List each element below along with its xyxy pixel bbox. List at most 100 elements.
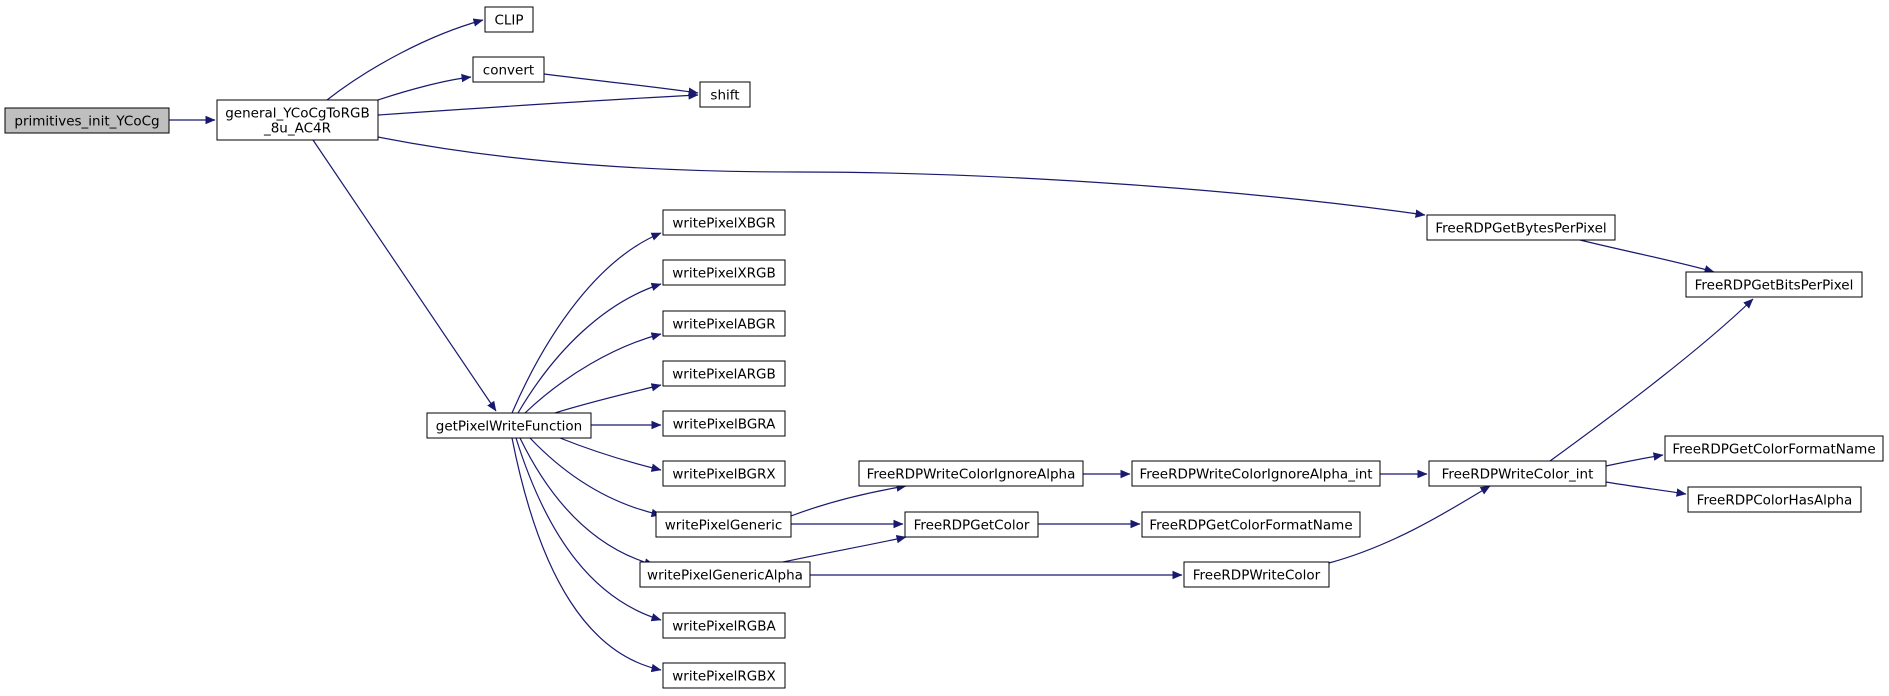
node-box	[858, 460, 1084, 487]
node-writePixelGeneric[interactable]: writePixelGeneric	[655, 511, 792, 538]
node-writePixelRGBX[interactable]: writePixelRGBX	[662, 662, 786, 689]
edge-general_YCoCgToRGB_8u_AC4R-to-shift	[377, 91, 699, 116]
node-writePixelGenericAlpha[interactable]: writePixelGenericAlpha	[639, 561, 811, 588]
node-label: writePixelGeneric	[665, 518, 783, 534]
node-box	[662, 259, 786, 286]
node-label: FreeRDPWriteColorIgnoreAlpha	[867, 467, 1076, 483]
edge-FreeRDPGetBytesPerPixel-to-FreeRDPGetBitsPerPixel	[1579, 239, 1715, 274]
edge-general_YCoCgToRGB_8u_AC4R-to-FreeRDPGetBytesPerPixel	[377, 136, 1426, 218]
node-box	[1428, 460, 1607, 487]
edge-writePixelGenericAlpha-to-FreeRDPGetColor	[782, 534, 907, 563]
node-label: writePixelBGRX	[672, 467, 775, 483]
node-box	[1141, 511, 1361, 538]
node-FreeRDPGetColorFormatName_1[interactable]: FreeRDPGetColorFormatName	[1664, 435, 1884, 462]
node-FreeRDPWriteColorIgnoreAlpha[interactable]: FreeRDPWriteColorIgnoreAlpha	[858, 460, 1084, 487]
node-box	[1183, 561, 1330, 588]
edge-FreeRDPWriteColor_int-to-FreeRDPGetBitsPerPixel	[1549, 298, 1754, 462]
node-label: writePixelXRGB	[672, 266, 776, 282]
node-box	[1687, 486, 1862, 513]
edge-general_YCoCgToRGB_8u_AC4R-to-convert	[377, 73, 472, 101]
node-label: FreeRDPWriteColor_int	[1442, 467, 1594, 483]
node-box	[1685, 271, 1863, 298]
node-box	[662, 209, 786, 236]
node-box	[662, 460, 786, 487]
node-label: general_YCoCgToRGB	[225, 106, 370, 122]
node-FreeRDPGetColor[interactable]: FreeRDPGetColor	[904, 511, 1039, 538]
node-box	[904, 511, 1039, 538]
edges-layer	[169, 18, 1754, 673]
edge-getPixelWriteFunction-to-writePixelBGRX	[559, 437, 662, 472]
nodes-layer: primitives_init_YCoCg general_YCoCgToRGB_…	[4, 6, 1884, 689]
node-shift[interactable]: shift	[699, 81, 751, 108]
node-label: FreeRDPWriteColorIgnoreAlpha_int	[1139, 467, 1372, 483]
node-label: writePixelABGR	[672, 317, 775, 333]
node-box	[472, 56, 545, 83]
edge-convert-to-shift	[543, 73, 699, 96]
edge-getPixelWriteFunction-to-writePixelABGR	[524, 332, 662, 414]
node-writePixelABGR[interactable]: writePixelABGR	[662, 310, 786, 337]
node-label: convert	[483, 63, 534, 79]
node-label: FreeRDPGetBytesPerPixel	[1435, 221, 1606, 237]
node-label: primitives_init_YCoCg	[14, 114, 159, 130]
node-primitives_init_YCoCg[interactable]: primitives_init_YCoCg	[4, 107, 170, 134]
node-FreeRDPGetColorFormatName_2[interactable]: FreeRDPGetColorFormatName	[1141, 511, 1361, 538]
node-box	[639, 561, 811, 588]
node-label: writePixelARGB	[672, 367, 776, 383]
node-FreeRDPWriteColor_int[interactable]: FreeRDPWriteColor_int	[1428, 460, 1607, 487]
node-writePixelBGRA[interactable]: writePixelBGRA	[662, 410, 786, 437]
node-label: writePixelGenericAlpha	[647, 568, 803, 584]
node-label: FreeRDPGetColorFormatName	[1672, 442, 1875, 458]
node-box	[662, 310, 786, 337]
node-convert[interactable]: convert	[472, 56, 545, 83]
node-FreeRDPWriteColorIgnoreAlpha_int[interactable]: FreeRDPWriteColorIgnoreAlpha_int	[1131, 460, 1381, 487]
node-box	[484, 6, 534, 33]
node-writePixelXRGB[interactable]: writePixelXRGB	[662, 259, 786, 286]
edge-getPixelWriteFunction-to-writePixelRGBX	[511, 437, 662, 673]
edge-getPixelWriteFunction-to-writePixelGeneric	[529, 437, 662, 518]
node-FreeRDPWriteColor[interactable]: FreeRDPWriteColor	[1183, 561, 1330, 588]
node-box	[662, 360, 786, 387]
node-writePixelARGB[interactable]: writePixelARGB	[662, 360, 786, 387]
node-label: shift	[710, 88, 739, 104]
node-box	[655, 511, 792, 538]
node-box	[426, 412, 592, 439]
node-box	[1131, 460, 1381, 487]
edge-getPixelWriteFunction-to-writePixelARGB	[554, 383, 662, 414]
node-label: FreeRDPColorHasAlpha	[1697, 493, 1853, 509]
node-getPixelWriteFunction[interactable]: getPixelWriteFunction	[426, 412, 592, 439]
node-label: CLIP	[494, 13, 523, 29]
node-box	[1664, 435, 1884, 462]
edge-general_YCoCgToRGB_8u_AC4R-to-CLIP	[326, 18, 484, 101]
edge-FreeRDPWriteColor-to-FreeRDPWriteColor_int	[1328, 485, 1491, 564]
edge-getPixelWriteFunction-to-writePixelRGBA	[515, 437, 662, 622]
node-label: writePixelBGRA	[673, 417, 776, 433]
edge-getPixelWriteFunction-to-writePixelXRGB	[517, 282, 662, 414]
edge-getPixelWriteFunction-to-writePixelXBGR	[511, 232, 662, 414]
edge-getPixelWriteFunction-to-writePixelGenericAlpha	[519, 437, 655, 567]
edge-general_YCoCgToRGB_8u_AC4R-to-getPixelWriteFunction	[312, 139, 497, 412]
node-box	[662, 612, 786, 639]
node-label: writePixelRGBA	[672, 619, 776, 635]
node-writePixelRGBA[interactable]: writePixelRGBA	[662, 612, 786, 639]
edge-writePixelGeneric-to-FreeRDPWriteColorIgnoreAlpha	[790, 483, 907, 517]
node-label: FreeRDPWriteColor	[1193, 568, 1321, 584]
node-label: FreeRDPGetColor	[914, 518, 1030, 534]
node-FreeRDPGetBitsPerPixel[interactable]: FreeRDPGetBitsPerPixel	[1685, 271, 1863, 298]
node-FreeRDPColorHasAlpha[interactable]: FreeRDPColorHasAlpha	[1687, 486, 1862, 513]
node-box	[216, 99, 379, 141]
edge-FreeRDPWriteColor_int-to-FreeRDPColorHasAlpha	[1605, 481, 1687, 497]
node-writePixelBGRX[interactable]: writePixelBGRX	[662, 460, 786, 487]
node-CLIP[interactable]: CLIP	[484, 6, 534, 33]
node-FreeRDPGetBytesPerPixel[interactable]: FreeRDPGetBytesPerPixel	[1426, 214, 1616, 241]
node-label: writePixelRGBX	[672, 669, 776, 685]
node-writePixelXBGR[interactable]: writePixelXBGR	[662, 209, 786, 236]
node-general_YCoCgToRGB_8u_AC4R[interactable]: general_YCoCgToRGB_8u_AC4R	[216, 99, 379, 141]
edge-FreeRDPWriteColor_int-to-FreeRDPGetColorFormatName_1	[1605, 452, 1664, 467]
node-label: writePixelXBGR	[672, 216, 775, 232]
node-box	[699, 81, 751, 108]
node-box	[1426, 214, 1616, 241]
node-box	[662, 410, 786, 437]
node-label: FreeRDPGetBitsPerPixel	[1695, 278, 1854, 294]
node-label: getPixelWriteFunction	[436, 419, 582, 435]
